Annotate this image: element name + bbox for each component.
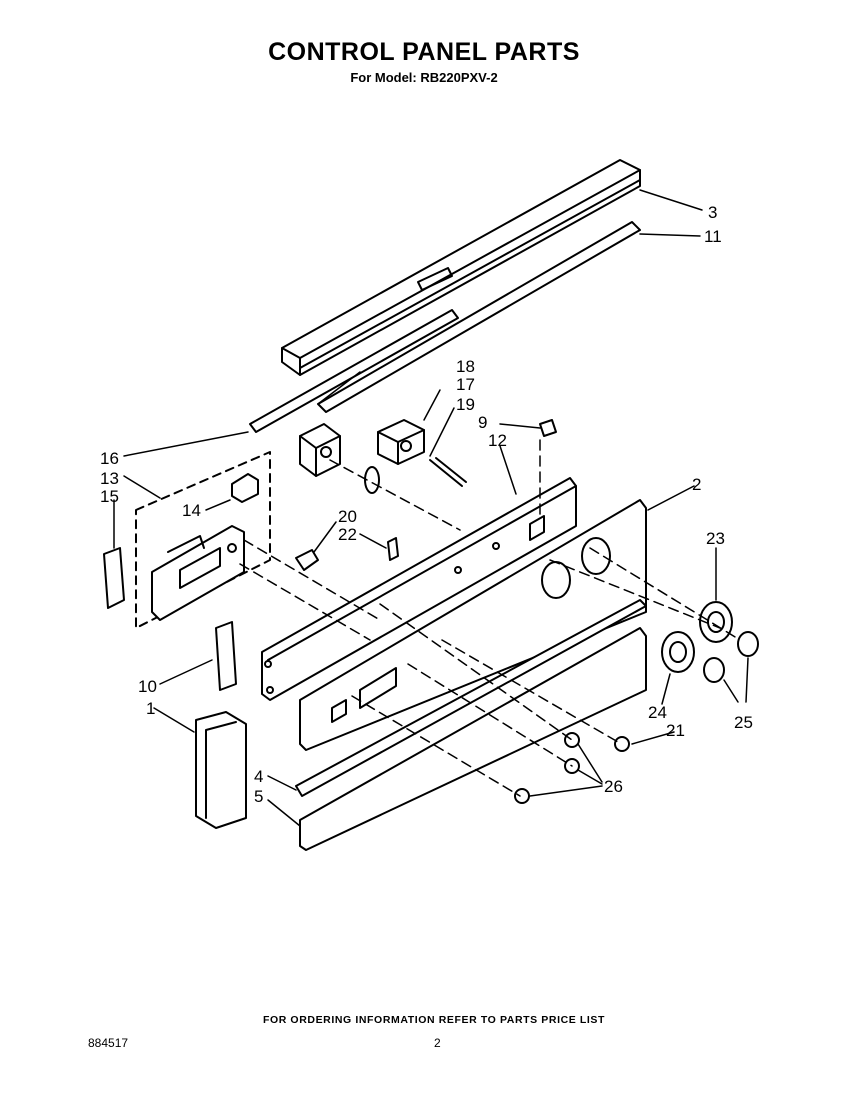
callout-14: 14 [182,501,201,520]
timer-module [151,525,245,621]
part-19-wire [364,457,467,494]
callout-10: 10 [138,677,157,696]
document-number: 884517 [88,1036,129,1050]
callout-numbers: 3 11 18 17 19 9 12 16 13 15 14 2 23 20 2… [100,203,753,806]
part-11-trim-strip [317,221,641,413]
part-10-bracket [215,621,237,691]
callout-17: 17 [456,375,475,394]
callout-15: 15 [100,487,119,506]
part-25-knob-lower [703,657,725,683]
part-20-switch [295,549,319,571]
callout-26: 26 [604,777,623,796]
part-16-strip [249,309,459,433]
callout-16: 16 [100,449,119,468]
part-1-channel [195,711,247,829]
part-22-clip [387,537,399,561]
page-number: 2 [434,1036,441,1050]
part-24-bezel [661,631,695,673]
callout-18: 18 [456,357,475,376]
callout-5: 5 [254,787,263,806]
callout-3: 3 [708,203,717,222]
part-15-bracket [103,547,125,609]
part-21-nut [614,736,630,752]
part-26-nut-1 [564,732,580,748]
part-23-bezel [699,601,733,643]
part-14-connector [231,473,259,503]
ordering-info-note: FOR ORDERING INFORMATION REFER TO PARTS … [262,1014,606,1026]
part-9-clip [539,419,557,437]
part-2-control-panel [299,499,647,751]
part-3-top-trim [281,159,641,376]
page-title: CONTROL PANEL PARTS [268,38,580,66]
part-5-panel [299,627,647,851]
part-4-trim [295,599,647,797]
callout-4: 4 [254,767,263,786]
leader-lines [113,189,749,827]
callout-2: 2 [692,475,701,494]
callout-11: 11 [704,227,722,246]
part-18-clock [299,423,341,477]
callout-22: 22 [338,525,357,544]
callout-23: 23 [706,529,725,548]
alignment-lines [239,439,741,797]
part-12-bracket [261,477,577,701]
assembly-13-boundary [135,451,271,629]
callout-24: 24 [648,703,667,722]
callout-21: 21 [666,721,685,740]
model-subtitle: For Model: RB220PXV-2 [350,70,498,85]
part-25-knob-upper [737,631,759,657]
callout-20: 20 [338,507,357,526]
part-26-nut-3 [514,788,530,804]
callout-19: 19 [456,395,475,414]
callout-13: 13 [100,469,119,488]
callout-12: 12 [488,431,507,450]
callout-25: 25 [734,713,753,732]
part-17-switch [377,419,425,465]
callout-1: 1 [146,699,155,718]
callout-9: 9 [478,413,487,432]
